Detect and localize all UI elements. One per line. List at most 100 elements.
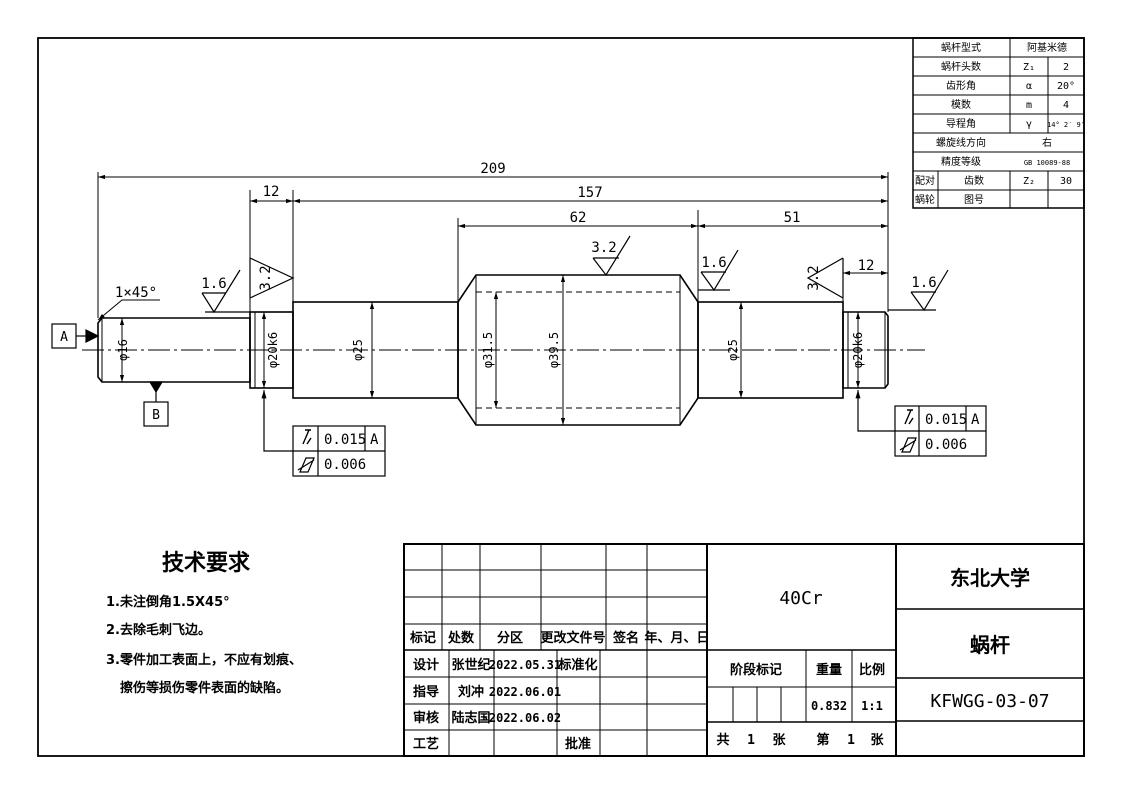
dim-12-left: 12 xyxy=(263,184,280,200)
tol-right-val2: 0.006 xyxy=(925,437,967,453)
tech-item-2: 2.去除毛刺飞边。 xyxy=(106,622,211,638)
tb-total-label: 共 xyxy=(716,732,729,748)
tb-std-label: 标准化 xyxy=(557,657,597,673)
tb-design-label: 设计 xyxy=(413,657,439,673)
tb-header-3: 更改文件号 xyxy=(540,630,605,646)
dim-chamfer: 1×45° xyxy=(115,285,157,301)
tb-total: 1 xyxy=(747,733,755,748)
tb-stage-label: 阶段标记 xyxy=(730,662,782,678)
param-sym-4: γ xyxy=(1026,119,1032,130)
param-label-6: 精度等级 xyxy=(941,155,981,168)
datum-b xyxy=(143,381,169,427)
tb-design-date: 2022.05.31 xyxy=(489,658,561,672)
tb-guide: 刘冲 xyxy=(458,684,484,700)
param-value-7: 30 xyxy=(1060,176,1072,187)
tb-weight-label: 重量 xyxy=(816,662,842,678)
param-value-0: 阿基米德 xyxy=(1027,41,1067,54)
tb-scale: 1:1 xyxy=(861,699,883,713)
tolerance-left-text: 0.015 A 0.006 xyxy=(324,432,379,473)
param-value-4: 14° 2′ 9″ xyxy=(1047,121,1085,129)
datum-a-label: A xyxy=(60,330,68,345)
param-label-4: 导程角 xyxy=(946,118,976,130)
param-label-2: 齿形角 xyxy=(946,80,976,92)
dim-dia31: φ31.5 xyxy=(481,332,495,368)
dim-dia25-left: φ25 xyxy=(351,339,365,361)
tb-material: 40Cr xyxy=(779,588,823,609)
tolerance-frame-left xyxy=(261,390,386,477)
tol-left-ref1: A xyxy=(370,432,379,448)
param-value-3: 4 xyxy=(1063,100,1069,111)
tolerance-right-text: 0.015 A 0.006 xyxy=(925,412,980,453)
dim-51: 51 xyxy=(784,210,801,226)
param-value-2: 20° xyxy=(1057,81,1075,92)
dim-157: 157 xyxy=(577,185,602,201)
tb-designer: 张世纪 xyxy=(451,657,490,673)
tb-process-label: 工艺 xyxy=(413,736,439,752)
tb-total-unit: 张 xyxy=(772,733,786,748)
tol-left-val2: 0.006 xyxy=(324,457,366,473)
tb-header-5: 年、月、日 xyxy=(644,630,709,646)
param-sym-3: m xyxy=(1026,100,1032,111)
param-sym-7: Z₂ xyxy=(1023,176,1035,187)
title-block-text: 标记 处数 分区 更改文件号 签名 年、月、日 设计 张世纪 2022.05.3… xyxy=(409,566,1050,752)
tb-weight: 0.832 xyxy=(811,699,847,713)
tb-scale-label: 比例 xyxy=(859,662,885,678)
tb-drawing-no: KFWGG-03-07 xyxy=(930,691,1049,712)
param-label-8: 图号 xyxy=(964,194,984,206)
roughness-5: 3.2 xyxy=(806,265,822,290)
param-label-5: 螺旋线方向 xyxy=(936,136,986,149)
worm-parameter-table xyxy=(912,37,1085,209)
tol-right-val1: 0.015 xyxy=(925,412,967,428)
tech-title: 技术要求 xyxy=(162,551,250,576)
dim-62: 62 xyxy=(570,210,587,226)
technical-requirements: 技术要求 1.未注倒角1.5X45° 2.去除毛刺飞边。 3.零件加工表面上，不… xyxy=(106,551,302,696)
param-label-1: 蜗杆头数 xyxy=(941,60,981,73)
param-value-5: 右 xyxy=(1042,136,1052,149)
tb-header-2: 分区 xyxy=(497,630,523,646)
dim-dia16: φ16 xyxy=(116,339,130,361)
extension-lines xyxy=(97,172,889,318)
tb-school: 东北大学 xyxy=(950,566,1030,590)
tb-header-0: 标记 xyxy=(409,630,436,646)
tb-header-4: 签名 xyxy=(612,630,639,646)
param-label-7: 齿数 xyxy=(964,174,984,187)
dimension-text: 209 12 157 62 51 12 1×45° φ16 φ20k6 φ25 … xyxy=(115,161,875,368)
param-group-7: 配对 xyxy=(915,174,935,187)
roughness-3: 3.2 xyxy=(591,240,616,256)
tb-sheet: 1 xyxy=(847,733,855,748)
dim-overall: 209 xyxy=(480,161,505,177)
dim-12-right: 12 xyxy=(858,258,875,274)
tb-sheet-label: 第 xyxy=(816,732,829,748)
tb-review-date: 2022.06.02 xyxy=(489,711,561,725)
hidden-lines xyxy=(476,291,680,409)
drawing-border xyxy=(37,37,1085,757)
tb-reviewer: 陆志国 xyxy=(451,710,490,726)
param-label-3: 模数 xyxy=(951,98,971,111)
tech-item-4: 擦伤等损伤零件表面的缺陷。 xyxy=(120,680,289,696)
dim-dia25-right: φ25 xyxy=(726,339,740,361)
roughness-2: 3.2 xyxy=(258,265,274,290)
param-sym-2: α xyxy=(1026,81,1032,92)
tech-item-3: 3.零件加工表面上，不应有划痕、 xyxy=(106,652,302,668)
tb-guide-label: 指导 xyxy=(413,684,439,700)
roughness-4: 1.6 xyxy=(701,255,726,271)
tol-left-val1: 0.015 xyxy=(324,432,366,448)
tech-item-1: 1.未注倒角1.5X45° xyxy=(106,594,230,610)
param-value-1: 2 xyxy=(1063,62,1069,73)
roughness-6: 1.6 xyxy=(911,275,936,291)
tb-review-label: 审核 xyxy=(413,710,439,726)
dim-dia20k6-right: φ20k6 xyxy=(851,332,865,368)
tb-part-name: 蜗杆 xyxy=(970,633,1010,657)
title-block-grid xyxy=(403,543,1085,757)
roughness-values: 1.6 3.2 3.2 1.6 3.2 1.6 xyxy=(201,240,936,292)
roughness-symbols xyxy=(201,235,949,314)
tb-header-1: 处数 xyxy=(447,630,475,646)
datum-b-label: B xyxy=(152,408,160,423)
param-value-6: GB 10089-88 xyxy=(1024,159,1070,167)
param-group-8: 蜗轮 xyxy=(915,193,935,206)
param-sym-1: Z₁ xyxy=(1023,62,1035,73)
dim-dia20k6-left: φ20k6 xyxy=(266,332,280,368)
dimension-lines xyxy=(97,174,888,425)
tolerance-frame-right xyxy=(855,390,987,457)
